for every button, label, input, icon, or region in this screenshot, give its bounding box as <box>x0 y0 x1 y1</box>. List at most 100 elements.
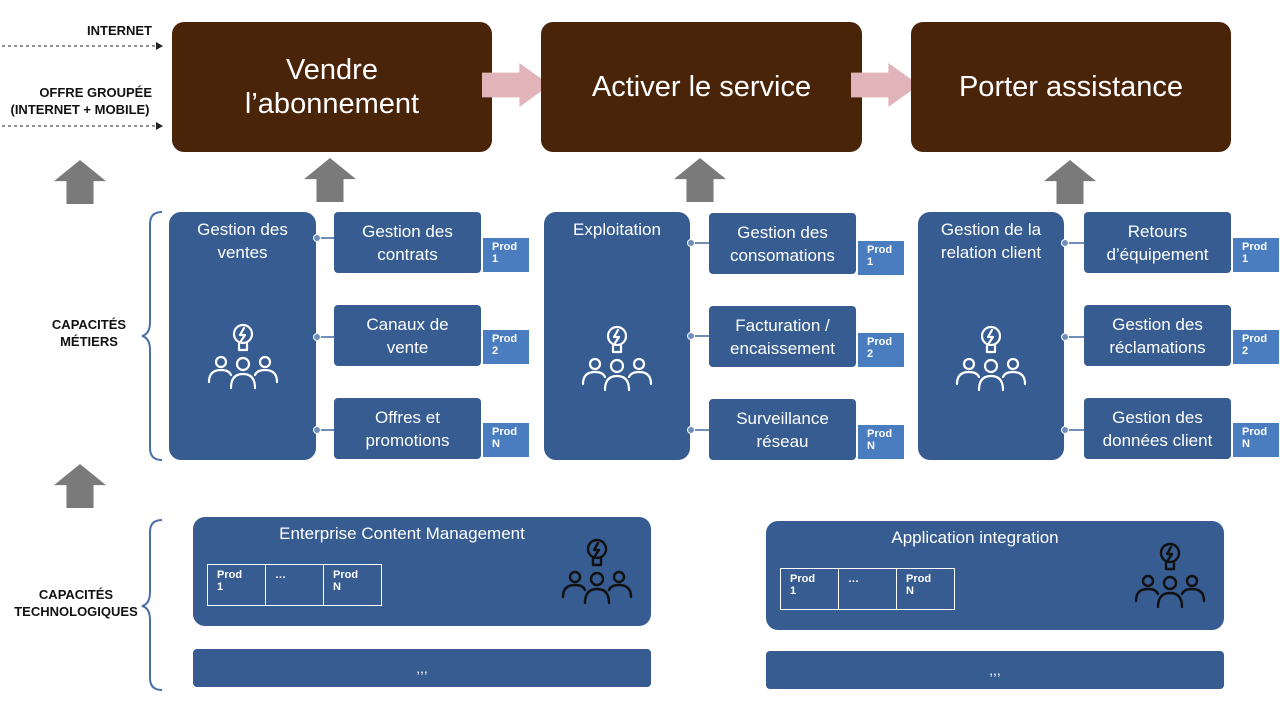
prod-tag-label: Prod <box>867 428 893 440</box>
value-chain-porter-assistance: Porter assistance <box>911 22 1231 152</box>
prod-tag-label: Prod <box>1242 426 1268 438</box>
up-arrow-left-bottom <box>54 464 106 508</box>
donnees-line2: données client <box>1102 430 1213 450</box>
product-cell: … <box>838 569 896 609</box>
surveillance-line1: Surveillance <box>736 408 829 428</box>
ecm-title: Enterprise Content Management <box>279 524 525 543</box>
tech-more-right: ,,, <box>766 651 1224 689</box>
prod-tag-index: 2 <box>1242 345 1249 357</box>
reclamations-line2: réclamations <box>1109 337 1206 357</box>
capability-gestion-consomations: Gestion des consomations <box>709 213 856 274</box>
capability-exploitation: Exploitation <box>544 212 690 460</box>
relation-title-line1: Gestion de la <box>940 220 1042 239</box>
chevron-arrow-1 <box>482 63 550 107</box>
product-cell: … <box>265 565 323 605</box>
prod-tag-label: Prod <box>867 244 893 256</box>
cell-index: N <box>906 585 914 597</box>
value-chain-activer-service: Activer le service <box>541 22 862 152</box>
connector-dot <box>1061 333 1069 341</box>
label-internet-text: INTERNET <box>87 23 152 38</box>
donnees-line1: Gestion des <box>1112 407 1203 427</box>
activer-line1: Activer le service <box>591 71 812 103</box>
capability-retours-equipement: Retours d’équipement <box>1084 212 1231 273</box>
cell-label: … <box>848 573 859 585</box>
label-techno-line1: CAPACITÉS <box>38 587 114 602</box>
connector <box>690 429 709 431</box>
cell-label: Prod <box>217 569 243 581</box>
team-idea-icon <box>207 323 279 390</box>
tech-application-integration: Application integration Prod 1 … Prod N <box>766 521 1224 630</box>
exploitation-title-line1: Exploitation <box>573 220 661 239</box>
bracket-technologiques <box>141 519 163 691</box>
connector-dot <box>313 333 321 341</box>
prod-tag-label: Prod <box>492 333 518 345</box>
prod-tag-index: N <box>1242 438 1250 450</box>
connector <box>316 237 334 239</box>
prod-tag: Prod 2 <box>857 332 905 368</box>
label-capacites-technologiques: CAPACITÉS TECHNOLOGIQUES <box>4 586 148 620</box>
porter-line1: Porter assistance <box>958 71 1184 103</box>
cell-index: 1 <box>790 585 797 597</box>
prod-tag-label: Prod <box>1242 241 1268 253</box>
label-offre-groupee: OFFRE GROUPÉE (INTERNET + MOBILE) <box>4 84 156 118</box>
label-capacites-metiers: CAPACITÉS MÉTIERS <box>30 316 148 350</box>
contrats-line1: Gestion des <box>362 221 453 241</box>
capability-gestion-reclamations: Gestion des réclamations <box>1084 305 1231 366</box>
prod-tag: Prod N <box>482 422 530 458</box>
connector <box>690 242 709 244</box>
up-arrow-relation-client <box>1044 160 1096 204</box>
capability-canaux-vente: Canaux de vente <box>334 305 481 366</box>
capability-gestion-ventes: Gestion des ventes <box>169 212 316 460</box>
prod-tag-index: 1 <box>1242 253 1249 265</box>
product-cell: Prod N <box>323 565 381 605</box>
connector <box>316 429 334 431</box>
team-idea-icon <box>1134 542 1206 609</box>
prod-tag-index: 2 <box>492 345 499 357</box>
product-cell: Prod N <box>896 569 954 609</box>
connector <box>1064 336 1084 338</box>
tech-more-left: ,,, <box>193 649 651 687</box>
cell-label: Prod <box>333 569 359 581</box>
prod-tag-index: 1 <box>867 256 874 268</box>
connector-dot <box>1061 426 1069 434</box>
ecm-product-table: Prod 1 … Prod N <box>207 564 382 606</box>
surveillance-line2: réseau <box>756 431 809 451</box>
retours-line1: Retours <box>1127 221 1188 241</box>
label-offre-line2: (INTERNET + MOBILE) <box>10 102 150 117</box>
prod-tag-label: Prod <box>1242 333 1268 345</box>
retours-line2: d’équipement <box>1106 244 1209 264</box>
prod-tag: Prod N <box>857 424 905 460</box>
connector-dot <box>313 234 321 242</box>
label-metiers-line1: CAPACITÉS <box>51 317 127 332</box>
prod-tag-label: Prod <box>492 426 518 438</box>
vendre-line2: l’abonnement <box>244 88 420 120</box>
connector <box>1064 429 1084 431</box>
prod-tag-label: Prod <box>492 241 518 253</box>
vendre-line1: Vendre <box>286 54 378 86</box>
facturation-line1: Facturation / <box>735 315 830 335</box>
tech-enterprise-content-management: Enterprise Content Management Prod 1 … P… <box>193 517 651 626</box>
canaux-line2: vente <box>386 337 429 357</box>
cell-index: 1 <box>217 581 224 593</box>
cell-index: N <box>333 581 341 593</box>
team-idea-icon <box>955 325 1027 392</box>
capability-relation-client: Gestion de la relation client <box>918 212 1064 460</box>
capability-donnees-client: Gestion des données client <box>1084 398 1231 459</box>
prod-tag: Prod N <box>1232 422 1280 458</box>
cell-label: Prod <box>906 573 932 585</box>
connector-dot <box>687 332 695 340</box>
consomations-line1: Gestion des <box>737 222 828 242</box>
label-offre-line1: OFFRE GROUPÉE <box>39 85 152 100</box>
more-ellipsis: ,,, <box>989 662 1001 678</box>
connector <box>1064 242 1084 244</box>
prod-tag-index: 2 <box>867 348 874 360</box>
cell-label: Prod <box>790 573 816 585</box>
prod-tag-index: 1 <box>492 253 499 265</box>
ventes-title-line2: ventes <box>217 243 268 262</box>
label-internet: INTERNET <box>80 22 152 39</box>
value-chain-vendre-abonnement: Vendre l’abonnement <box>172 22 492 152</box>
up-arrow-exploitation <box>674 158 726 202</box>
prod-tag: Prod 1 <box>482 237 530 273</box>
connector <box>690 335 709 337</box>
arrowhead-internet <box>156 42 163 50</box>
